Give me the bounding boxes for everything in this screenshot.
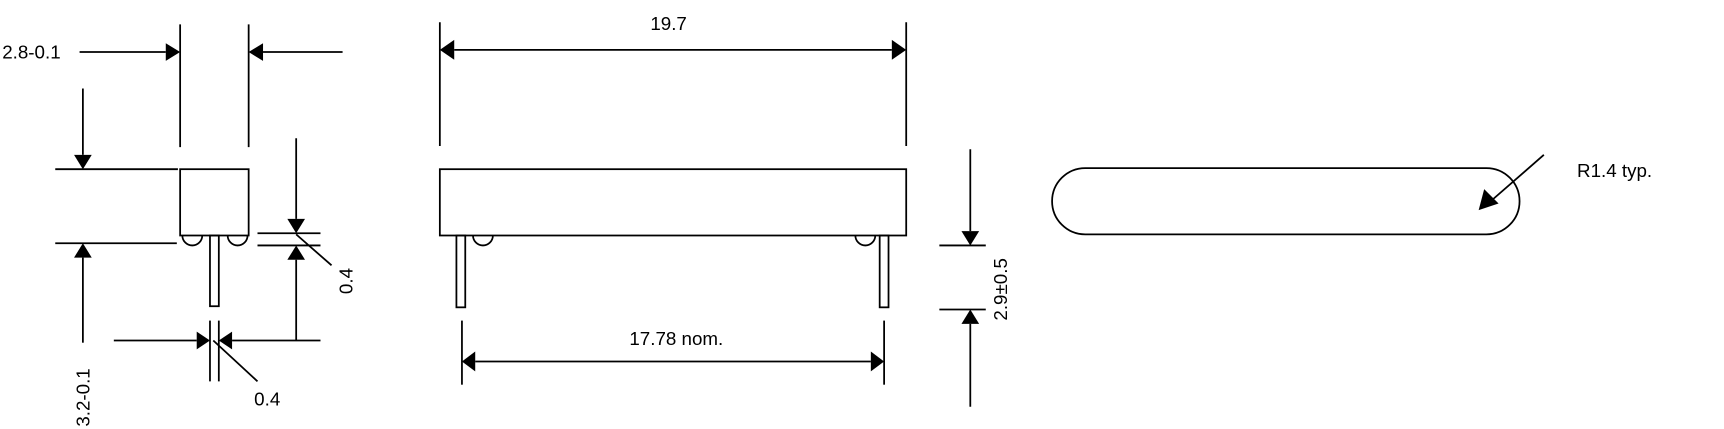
arrowhead-right-icon xyxy=(196,331,210,350)
component-body-front xyxy=(438,168,908,237)
arrowhead-left-icon xyxy=(218,331,233,350)
component-body-side xyxy=(179,168,250,237)
leader-line xyxy=(212,339,259,383)
side-width-label: 2.8-0.1 xyxy=(2,42,60,63)
side-height-label: 3.2-0.1 xyxy=(73,368,94,426)
arrowhead-down-icon xyxy=(961,231,980,246)
pin-length-label: 2.9±0.5 xyxy=(990,258,1011,320)
standoff-bump xyxy=(472,235,494,247)
arrowhead-right-icon xyxy=(891,39,907,60)
pin-width-label: 0.4 xyxy=(254,389,280,410)
standoff-bump xyxy=(854,235,877,247)
arrowhead-down-icon xyxy=(287,218,306,234)
pin-left xyxy=(455,234,467,309)
leader-line xyxy=(295,233,333,267)
length-label: 19.7 xyxy=(650,13,687,34)
radius-leader-line xyxy=(1491,154,1545,201)
arrowhead-down-icon xyxy=(74,154,92,170)
standoff-bump xyxy=(181,235,204,247)
arrowhead-left-icon xyxy=(439,39,455,60)
component-body-top xyxy=(1051,167,1521,236)
arrowhead-up-icon xyxy=(961,309,980,324)
arrowhead-right-icon xyxy=(165,43,181,61)
arrowhead-right-icon xyxy=(870,351,885,372)
front-view: 19.7 17.78 nom. 2.9±0.5 xyxy=(438,13,1011,407)
arrowhead-left-icon xyxy=(248,43,264,61)
pin-side xyxy=(209,234,220,308)
side-view: 2.8-0.1 3.2-0.1 0.4 0.4 xyxy=(2,24,357,427)
arrowhead-up-icon xyxy=(74,243,92,258)
arrowhead-up-icon xyxy=(287,245,306,260)
standoff-bump xyxy=(226,235,249,247)
arrowhead-icon xyxy=(1478,189,1499,211)
top-view: R1.4 typ. xyxy=(1051,154,1652,236)
standoff-label: 0.4 xyxy=(336,268,357,294)
arrowhead-left-icon xyxy=(461,351,476,372)
radius-label: R1.4 typ. xyxy=(1577,160,1652,181)
pin-right xyxy=(878,234,890,309)
pitch-label: 17.78 nom. xyxy=(629,328,723,349)
